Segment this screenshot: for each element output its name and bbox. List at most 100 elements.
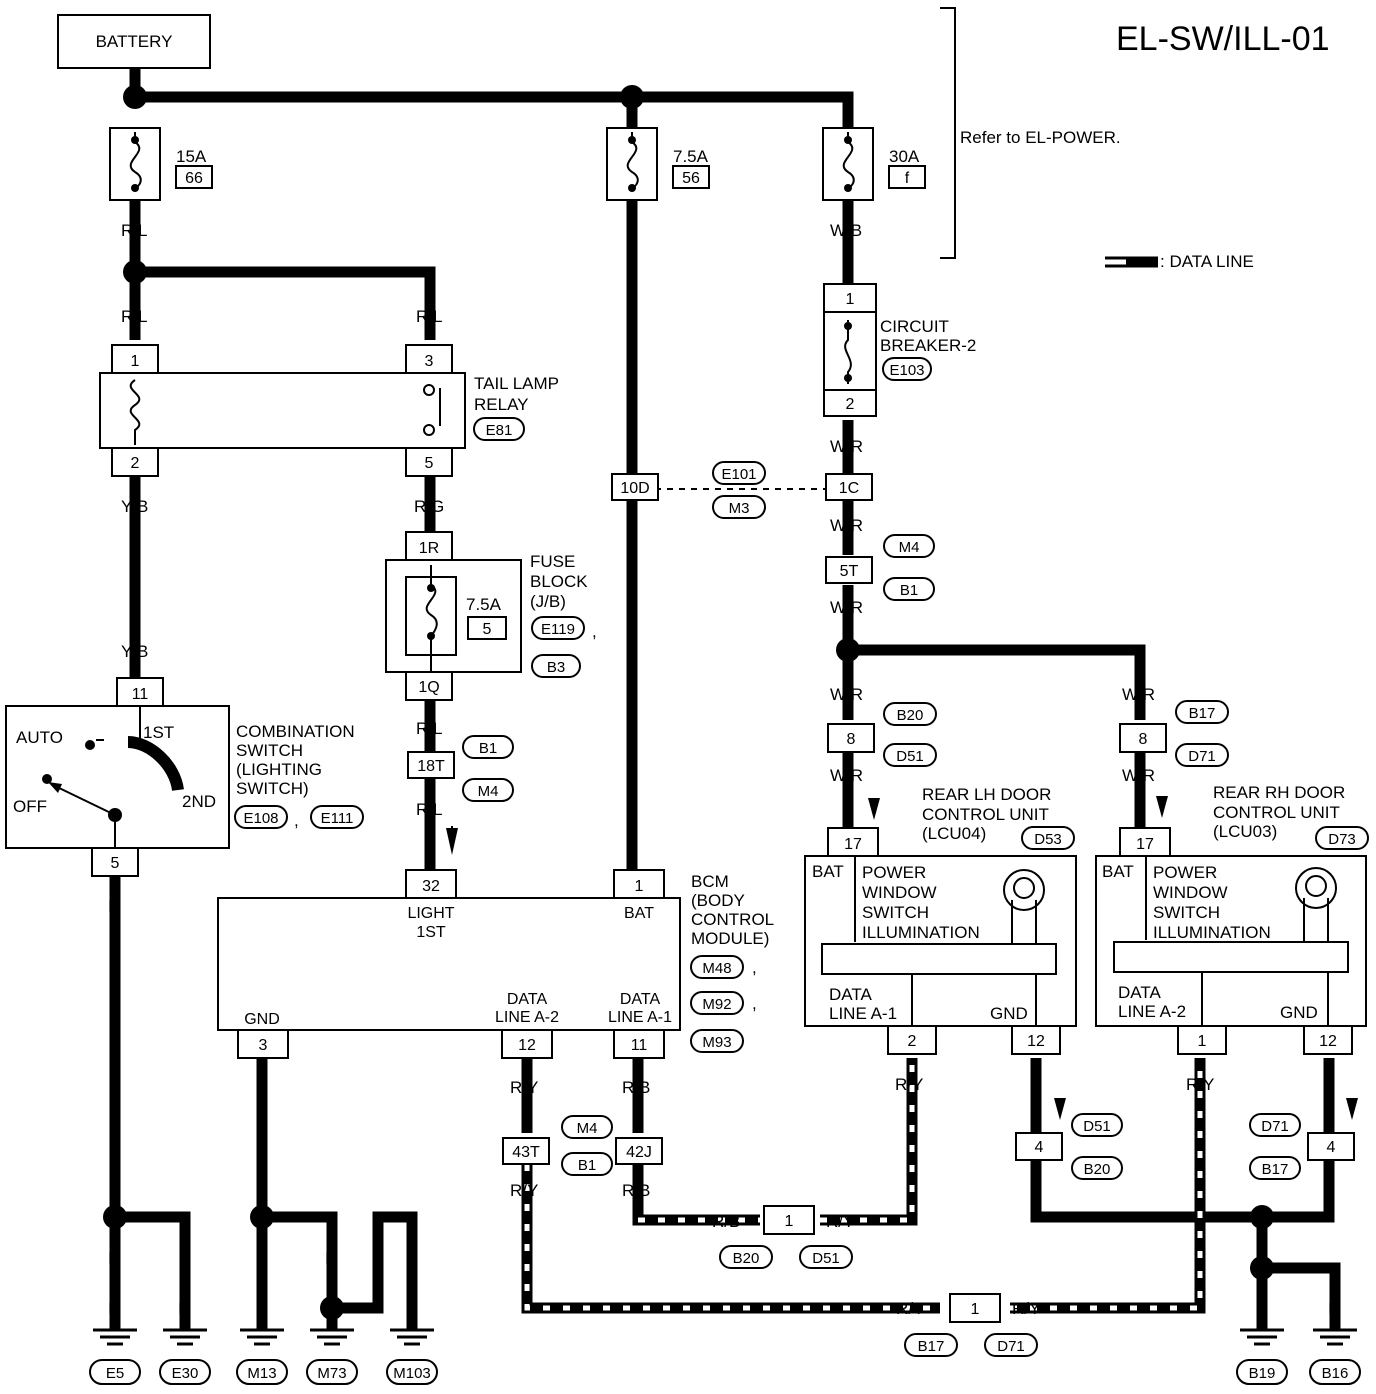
svg-text:17: 17 — [1136, 836, 1154, 853]
svg-text:66: 66 — [185, 170, 203, 187]
svg-text:B: B — [325, 1249, 336, 1268]
svg-text:R/L: R/L — [416, 719, 442, 738]
svg-text:,: , — [592, 622, 597, 641]
svg-text:43T: 43T — [512, 1144, 540, 1161]
svg-text:1: 1 — [846, 291, 855, 308]
svg-text:E81: E81 — [486, 422, 513, 439]
svg-text:E119: E119 — [541, 621, 575, 638]
svg-text:BAT: BAT — [624, 905, 654, 922]
svg-text:R/G: R/G — [414, 497, 444, 516]
svg-text:LINE A-1: LINE A-1 — [608, 1009, 672, 1026]
svg-text:W/R: W/R — [1122, 766, 1155, 785]
svg-text:30A: 30A — [889, 147, 920, 166]
svg-text:DATA: DATA — [620, 991, 661, 1008]
svg-text:FUSE: FUSE — [530, 552, 575, 571]
svg-text:B: B — [406, 1299, 417, 1318]
svg-text:CONTROL: CONTROL — [691, 910, 774, 929]
svg-text:D71: D71 — [1188, 748, 1216, 765]
svg-text:B3: B3 — [547, 659, 565, 676]
svg-text:B: B — [178, 1299, 189, 1318]
svg-text:POWER: POWER — [862, 863, 926, 882]
svg-text:2: 2 — [846, 396, 855, 413]
svg-text:1: 1 — [971, 1301, 980, 1318]
svg-text:B1: B1 — [900, 582, 918, 599]
svg-text:1: 1 — [785, 1213, 794, 1230]
svg-text:1ST: 1ST — [143, 723, 174, 742]
svg-text:BLOCK: BLOCK — [530, 572, 588, 591]
svg-text:R/L: R/L — [121, 221, 147, 240]
svg-text:COMBINATION: COMBINATION — [236, 722, 355, 741]
svg-text:E111: E111 — [321, 810, 354, 827]
svg-text:REAR RH DOOR: REAR RH DOOR — [1213, 783, 1345, 802]
svg-text:W/R: W/R — [830, 766, 863, 785]
svg-text:32: 32 — [422, 878, 440, 895]
svg-text:P: P — [626, 831, 637, 850]
svg-text:LINE A-1: LINE A-1 — [829, 1004, 897, 1023]
svg-text:18T: 18T — [417, 758, 445, 775]
svg-text:1: 1 — [1198, 1033, 1207, 1050]
svg-text:2: 2 — [908, 1033, 917, 1050]
svg-text:R/Y: R/Y — [510, 1181, 538, 1200]
svg-text:B20: B20 — [733, 1250, 760, 1267]
svg-text:E101: E101 — [721, 466, 756, 483]
svg-text:LINE A-2: LINE A-2 — [1118, 1002, 1186, 1021]
svg-text:B: B — [256, 1249, 267, 1268]
ground-label: E5 — [106, 1365, 124, 1382]
svg-text:,: , — [752, 994, 757, 1013]
svg-text:B: B — [256, 1078, 267, 1097]
svg-text:LIGHT: LIGHT — [407, 905, 454, 922]
svg-text:W/R: W/R — [830, 516, 863, 535]
svg-text:56: 56 — [682, 170, 700, 187]
svg-text:,: , — [294, 811, 299, 830]
svg-text:(LCU03): (LCU03) — [1213, 822, 1277, 841]
wire-color-labels: R/L R/L Y/B Y/B R/G R/L R/L P P P W/R W/… — [108, 307, 1339, 1318]
ground-label: E30 — [172, 1365, 199, 1382]
svg-text:5T: 5T — [840, 563, 859, 580]
svg-text:P: P — [626, 221, 637, 240]
svg-text:DATA: DATA — [507, 991, 548, 1008]
svg-text:P: P — [626, 516, 637, 535]
svg-text:12: 12 — [1319, 1033, 1337, 1050]
svg-text:ILLUMINATION: ILLUMINATION — [1153, 923, 1271, 942]
svg-text:R/L: R/L — [416, 800, 442, 819]
svg-text:OFF: OFF — [13, 797, 47, 816]
svg-text:GND: GND — [990, 1004, 1028, 1023]
svg-text:M48: M48 — [702, 960, 731, 977]
svg-text:E108: E108 — [243, 810, 278, 827]
svg-text:B: B — [372, 1249, 383, 1268]
svg-text:W/R: W/R — [830, 598, 863, 617]
arrow-icon — [1156, 796, 1168, 818]
ground-e30: E30 — [159, 1328, 211, 1385]
svg-text:WINDOW: WINDOW — [1153, 883, 1228, 902]
svg-text:(LCU04): (LCU04) — [922, 824, 986, 843]
svg-text:: DATA LINE: : DATA LINE — [1160, 252, 1254, 271]
svg-text:B: B — [406, 1249, 417, 1268]
svg-text:M92: M92 — [702, 996, 731, 1013]
svg-text:11: 11 — [631, 1037, 648, 1054]
svg-text:GND: GND — [1280, 1003, 1318, 1022]
svg-text:8: 8 — [1139, 731, 1148, 748]
svg-text:M4: M4 — [478, 783, 499, 800]
svg-text:17: 17 — [844, 836, 862, 853]
svg-text:SWITCH): SWITCH) — [236, 779, 309, 798]
svg-text:D71: D71 — [1261, 1118, 1289, 1135]
svg-text:BAT: BAT — [812, 862, 844, 881]
svg-text:D51: D51 — [812, 1250, 840, 1267]
svg-text:RELAY: RELAY — [474, 395, 529, 414]
svg-text:1ST: 1ST — [416, 924, 446, 941]
svg-text:B: B — [1030, 1179, 1041, 1198]
svg-text:5: 5 — [425, 455, 434, 472]
rear-rh-door-unit: 17 BAT POWER WINDOW SWITCH ILLUMINATION … — [1095, 783, 1369, 1055]
svg-text:5: 5 — [483, 621, 492, 638]
svg-text:3: 3 — [259, 1037, 268, 1054]
svg-text:W/R: W/R — [1122, 685, 1155, 704]
svg-text:D71: D71 — [997, 1338, 1025, 1355]
svg-text:D51: D51 — [896, 748, 924, 765]
svg-text:B: B — [1328, 1299, 1339, 1318]
circuit-breaker-2: 1 2 CIRCUIT BREAKER-2 E103 — [823, 283, 976, 417]
svg-text:R/Y: R/Y — [510, 1078, 538, 1097]
svg-text:M4: M4 — [899, 539, 920, 556]
svg-text:,: , — [752, 958, 757, 977]
svg-text:M4: M4 — [577, 1120, 598, 1137]
wires — [109, 68, 1341, 1330]
